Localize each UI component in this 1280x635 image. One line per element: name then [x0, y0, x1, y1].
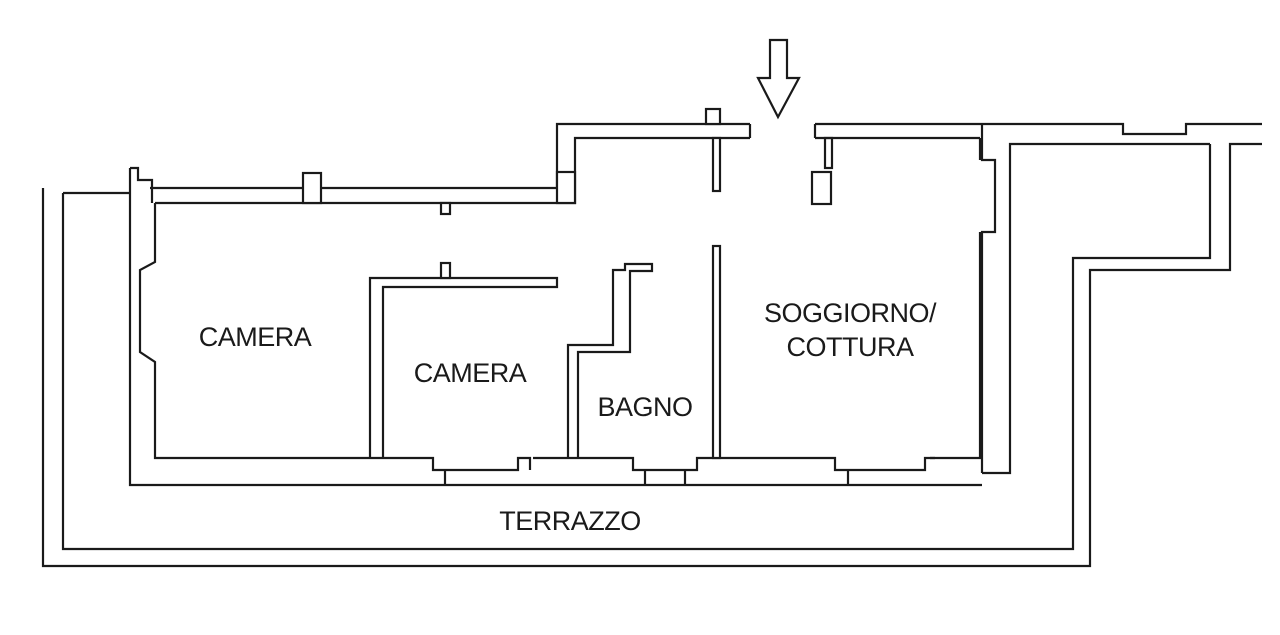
wall-right-tie [982, 142, 1210, 475]
wall-top-left-inner [155, 136, 750, 205]
door-jamb-left [711, 136, 722, 193]
entrance-arrow-icon [756, 38, 801, 120]
room-label-camera-left: CAMERA [198, 322, 312, 352]
terrace-inner-line [61, 144, 1212, 551]
room-label-terrazzo: TERRAZZO [499, 506, 641, 536]
wall-bottom-inner [370, 456, 935, 485]
wall-right-outer [980, 124, 997, 473]
room-label-soggiorno: SOGGIORNO/ COTTURA [763, 298, 937, 362]
wall-bagno-right [711, 244, 722, 460]
terrace-outer-line [41, 142, 1262, 568]
wall-left-outer [128, 168, 445, 487]
wall-left-inner [138, 203, 370, 460]
pillar-top-4 [555, 170, 577, 205]
wall-bagno-left [566, 262, 654, 458]
wall-camera-divider [368, 276, 559, 458]
room-label-camera-center: CAMERA [413, 358, 527, 388]
pillar-mid [439, 261, 452, 280]
pillar-entry-right [810, 170, 833, 206]
wall-left-pilaster [130, 166, 154, 203]
pillar-top-1 [301, 171, 323, 205]
pillar-top-3 [704, 107, 722, 126]
pillar-top-2 [439, 201, 452, 216]
wall-top-left [150, 122, 750, 190]
door-jamb-right [823, 136, 834, 170]
wall-right-inner [930, 138, 982, 460]
room-label-bagno: BAGNO [597, 392, 693, 422]
wall-top-right [815, 122, 1262, 136]
